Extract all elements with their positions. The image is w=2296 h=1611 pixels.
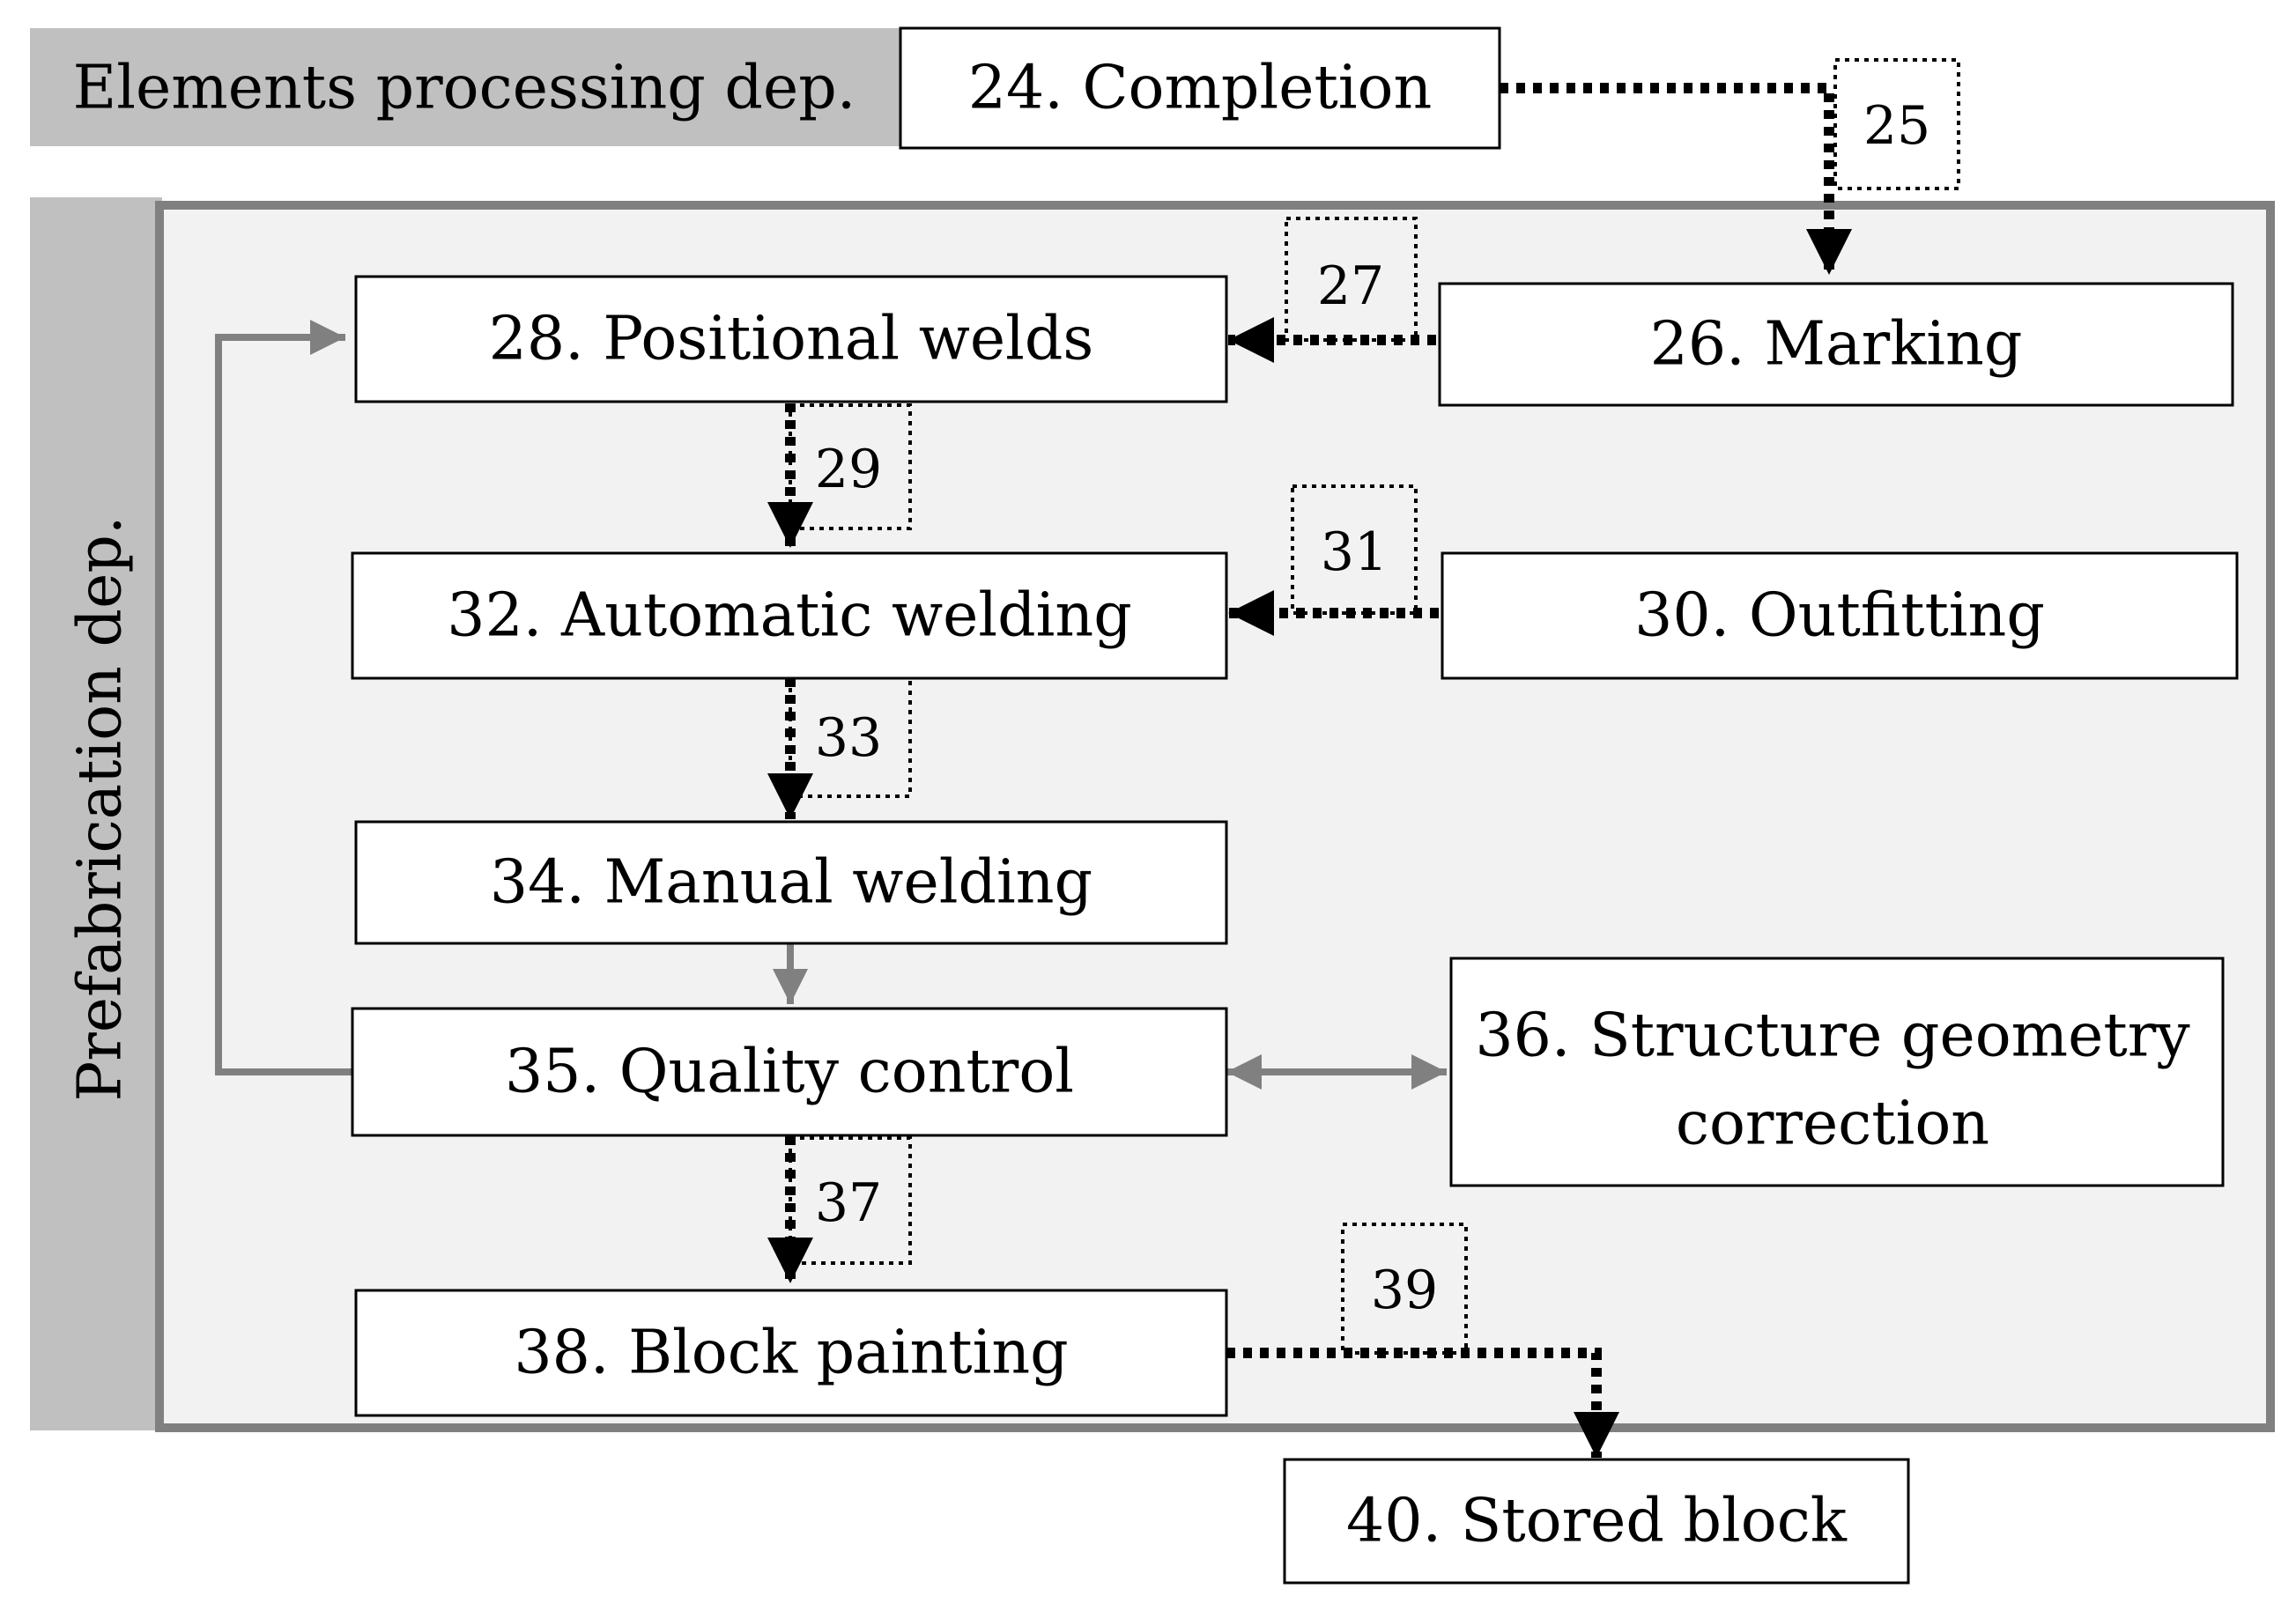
step-39-frame xyxy=(1341,1223,1468,1355)
box-marking-frame xyxy=(1438,282,2234,407)
box-automatic-welding-label: 32. Automatic welding xyxy=(447,581,1132,651)
box-completion: 24. Completion xyxy=(899,26,1501,150)
box-automatic-welding-frame xyxy=(351,551,1228,680)
elements-processing-band xyxy=(30,28,902,146)
box-positional-welds-frame xyxy=(354,275,1228,403)
box-quality-control-frame xyxy=(351,1007,1228,1137)
step-37-label: 37 xyxy=(815,1172,882,1234)
step-33-label: 33 xyxy=(815,707,882,769)
box-quality-control: 35. Quality control xyxy=(351,1007,1228,1137)
step-29: 29 xyxy=(789,403,912,530)
step-29-frame xyxy=(789,403,912,530)
step-31-frame xyxy=(1291,484,1418,615)
box-structure-geometry-correction-line2: correction xyxy=(1676,1090,1989,1159)
prefabrication-band xyxy=(30,197,162,1430)
step-25-label: 25 xyxy=(1863,95,1930,157)
prefabrication-label: Prefabrication dep. xyxy=(66,516,136,1102)
box-block-painting-frame xyxy=(354,1289,1228,1417)
step-31-label: 31 xyxy=(1321,521,1388,583)
step-37-frame xyxy=(789,1136,912,1265)
rework-loop-arrow xyxy=(215,320,354,1075)
box-outfitting-label: 30. Outfitting xyxy=(1634,581,2045,651)
box-positional-welds-label: 28. Positional welds xyxy=(489,305,1094,374)
box-stored-block-frame xyxy=(1283,1458,1910,1585)
transport-25-arrow xyxy=(1500,83,1852,275)
box-stored-block: 40. Stored block xyxy=(1283,1458,1910,1585)
step-27-label: 27 xyxy=(1317,255,1384,317)
box-block-painting-label: 38. Block painting xyxy=(514,1319,1068,1388)
box-structure-geometry-correction: 36. Structure geometry correction xyxy=(1449,957,2225,1187)
box-positional-welds: 28. Positional welds xyxy=(354,275,1228,403)
step-39: 39 xyxy=(1341,1223,1468,1355)
box-manual-welding-label: 34. Manual welding xyxy=(490,848,1092,918)
step-25-frame xyxy=(1833,58,1960,190)
box-automatic-welding: 32. Automatic welding xyxy=(351,551,1228,680)
step-39-label: 39 xyxy=(1371,1260,1438,1321)
box-completion-frame xyxy=(899,26,1501,150)
box-completion-label: 24. Completion xyxy=(968,54,1433,123)
box-manual-welding: 34. Manual welding xyxy=(354,820,1228,945)
box-manual-welding-frame xyxy=(354,820,1228,945)
step-31: 31 xyxy=(1291,484,1418,615)
box-structure-geometry-correction-line1: 36. Structure geometry xyxy=(1475,1001,2190,1071)
step-37: 37 xyxy=(789,1136,912,1265)
box-stored-block-label: 40. Stored block xyxy=(1346,1487,1848,1556)
step-27: 27 xyxy=(1285,217,1418,342)
prefabrication-panel xyxy=(155,201,2275,1432)
box-outfitting: 30. Outfitting xyxy=(1441,551,2239,680)
box-marking: 26. Marking xyxy=(1438,282,2234,407)
box-marking-label: 26. Marking xyxy=(1650,310,2023,380)
box-outfitting-frame xyxy=(1441,551,2239,680)
box-quality-control-label: 35. Quality control xyxy=(505,1038,1074,1107)
box-block-painting: 38. Block painting xyxy=(354,1289,1228,1417)
elements-processing-label: Elements processing dep. xyxy=(73,54,856,123)
step-25: 25 xyxy=(1833,58,1960,190)
box-structure-geometry-correction-frame xyxy=(1449,957,2225,1187)
step-29-label: 29 xyxy=(815,439,882,500)
